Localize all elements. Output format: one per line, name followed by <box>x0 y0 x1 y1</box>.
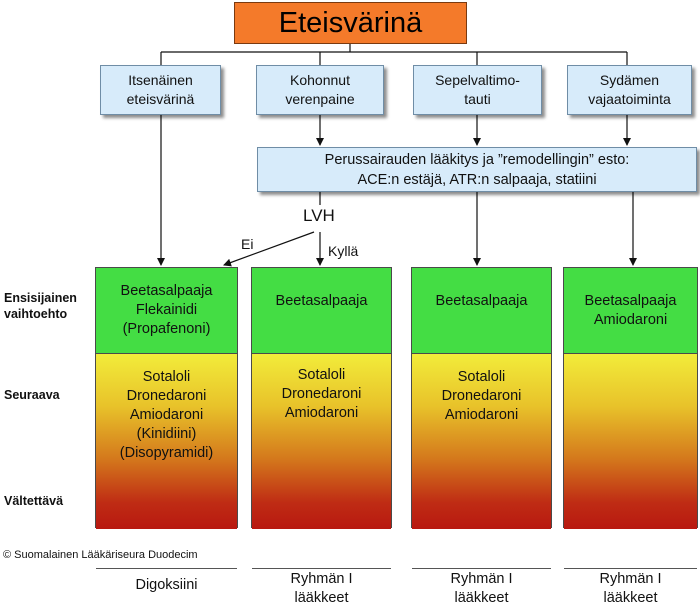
avoid-drug-label: Ryhmän I <box>599 571 662 587</box>
gradient-cell: Sotaloli Dronedaroni Amiodaroni Ryhmän I… <box>252 354 391 606</box>
row-label-first-line1: Ensisijainen <box>4 291 77 305</box>
category-label-line1: Sepelvaltimo- <box>435 72 520 88</box>
category-box-independent-af: Itsenäinen eteisvärinä <box>100 65 221 115</box>
category-label-line1: Itsenäinen <box>128 72 193 88</box>
shared-treatment-box: Perussairauden lääkitys ja ”remodellingi… <box>257 147 697 192</box>
avoid-drug-label: lääkkeet <box>454 590 509 606</box>
avoid-drug-label: Ryhmän I <box>450 571 513 587</box>
drug-label: (Disopyramidi) <box>119 445 214 461</box>
divider <box>252 568 391 569</box>
drug-label: Sotaloli <box>457 369 506 385</box>
first-choice-cell: Beetasalpaaja Amiodaroni <box>564 268 697 354</box>
treatment-column-heart-failure: Beetasalpaaja Amiodaroni Ryhmän I lääkke… <box>563 267 698 606</box>
drug-label: (Propafenoni) <box>122 321 211 337</box>
first-choice-cell: Beetasalpaaja <box>252 268 391 354</box>
page-title: Eteisvärinä <box>234 2 467 44</box>
drug-label: Flekainidi <box>135 302 198 318</box>
drug-label: Dronedaroni <box>126 388 207 404</box>
drug-label: Amiodaroni <box>444 407 519 423</box>
avoid-drug-label: lääkkeet <box>603 590 658 606</box>
copyright-footer: © Suomalainen Lääkäriseura Duodecim <box>3 549 198 561</box>
connector-lines <box>157 44 637 267</box>
avoid-drug-label: lääkkeet <box>294 590 349 606</box>
gradient-cell: Ryhmän I lääkkeet <box>564 354 697 606</box>
category-label-line2: vajaatoiminta <box>588 91 671 107</box>
drug-label: Dronedaroni <box>441 388 522 404</box>
drug-label: Sotaloli <box>142 369 191 385</box>
lvh-yes-label: Kyllä <box>328 243 359 259</box>
gradient-cell: Sotaloli Dronedaroni Amiodaroni Ryhmän I… <box>412 354 551 606</box>
row-label-avoid: Vältettävä <box>4 494 64 508</box>
drug-label: Sotaloli <box>297 367 346 383</box>
divider <box>564 568 697 569</box>
drug-label: Amiodaroni <box>593 312 668 328</box>
avoid-drug-label: Digoksiini <box>135 577 198 593</box>
row-label-first-choice: Ensisijainen vaihtoehto <box>4 290 77 322</box>
drug-label: Amiodaroni <box>129 407 204 423</box>
avoid-drug-label: Ryhmän I <box>290 571 353 587</box>
shared-treatment-line1: Perussairauden lääkitys ja ”remodellingi… <box>324 151 630 168</box>
drug-label: Dronedaroni <box>281 386 362 402</box>
category-label-line2: eteisvärinä <box>126 91 195 107</box>
category-label-line2: tauti <box>464 91 491 107</box>
drug-label: (Kinidiini) <box>136 426 197 442</box>
row-label-first-line2: vaihtoehto <box>4 307 68 321</box>
category-label-line1: Sydämen <box>599 72 660 88</box>
treatment-column-hypertension: Beetasalpaaja Sotaloli Dronedaroni Amiod… <box>251 267 392 606</box>
first-choice-cell: Beetasalpaaja Flekainidi (Propafenoni) <box>96 268 237 354</box>
drug-label: Amiodaroni <box>284 405 359 421</box>
row-label-next: Seuraava <box>4 388 60 402</box>
treatment-column-independent-af: Beetasalpaaja Flekainidi (Propafenoni) S… <box>95 267 238 593</box>
treatment-column-coronary-disease: Beetasalpaaja Sotaloli Dronedaroni Amiod… <box>411 267 552 606</box>
gradient-cell: Sotaloli Dronedaroni Amiodaroni (Kinidii… <box>96 354 237 593</box>
divider <box>96 568 237 569</box>
shared-treatment-line2: ACE:n estäjä, ATR:n salpaaja, statiini <box>357 171 597 188</box>
first-choice-cell: Beetasalpaaja <box>412 268 551 354</box>
category-label-line2: verenpaine <box>285 91 355 107</box>
category-box-heart-failure: Sydämen vajaatoiminta <box>567 65 692 115</box>
drug-label: Beetasalpaaja <box>435 293 528 309</box>
category-box-coronary-disease: Sepelvaltimo-tauti <box>413 65 542 115</box>
category-label-line1: Kohonnut <box>290 72 350 88</box>
drug-label: Beetasalpaaja <box>584 293 677 309</box>
drug-label: Beetasalpaaja <box>120 283 213 299</box>
category-box-hypertension: Kohonnut verenpaine <box>256 65 384 115</box>
lvh-no-label: Ei <box>241 236 254 252</box>
divider <box>412 568 551 569</box>
drug-label: Beetasalpaaja <box>275 293 368 309</box>
lvh-label: LVH <box>303 206 335 225</box>
